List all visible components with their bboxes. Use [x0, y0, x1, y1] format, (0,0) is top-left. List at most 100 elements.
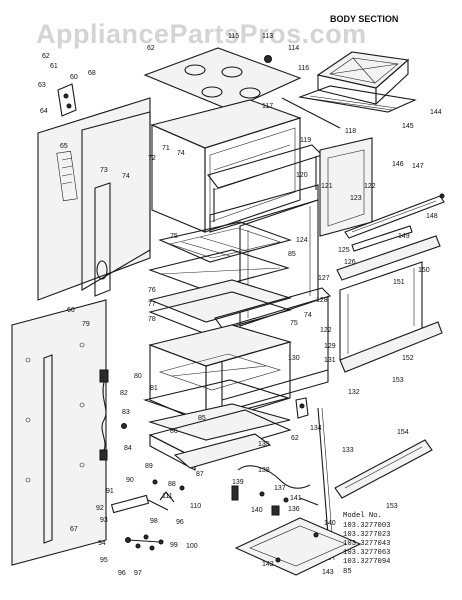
part-callout-124: 124 — [296, 237, 308, 244]
part-callout-133: 133 — [342, 447, 354, 454]
part-callout-142: 142 — [262, 561, 274, 568]
part-callout-64: 64 — [40, 108, 48, 115]
part-callout-119: 119 — [300, 137, 311, 144]
part-callout-140: 140 — [251, 507, 263, 514]
part-callout-134: 134 — [310, 425, 322, 432]
watermark-text: AppliancePartsPros.com — [36, 19, 367, 49]
part-callout-85: 85 — [198, 415, 206, 422]
part-callout-71: 71 — [162, 145, 170, 152]
part-callout-113: 113 — [262, 33, 273, 40]
part-callout-136: 136 — [288, 506, 300, 513]
part-callout-95: 95 — [100, 557, 108, 564]
part-callout-144: 144 — [430, 109, 442, 116]
model-number: 103.3277094 — [343, 558, 390, 566]
part-channel-73 — [94, 182, 111, 297]
part-kick-plate-86 — [173, 433, 272, 469]
part-callout-110: 110 — [190, 503, 201, 510]
parts-artwork — [11, 47, 445, 576]
part-callout-61: 61 — [50, 63, 58, 70]
part-hardware-cluster — [125, 534, 164, 551]
part-callout-97: 97 — [134, 570, 142, 577]
model-number: 103.3277063 — [343, 549, 390, 557]
part-callout-154: 154 — [397, 429, 409, 436]
part-strip-154 — [334, 439, 433, 499]
part-callout-114: 114 — [288, 45, 299, 52]
part-wiring-82-84 — [99, 369, 127, 461]
part-trim-strip-67 — [43, 354, 53, 544]
part-callout-122: 122 — [320, 327, 332, 334]
part-callout-62: 62 — [291, 435, 299, 442]
part-callout-86: 86 — [170, 428, 178, 435]
part-callout-146: 146 — [392, 161, 404, 168]
part-top-panel — [143, 47, 302, 111]
part-callout-111: 111 — [162, 493, 173, 500]
part-callout-130: 130 — [288, 355, 300, 362]
part-callout-77: 77 — [148, 301, 156, 308]
part-callout-140: 140 — [324, 520, 336, 527]
part-handle-148 — [344, 193, 445, 239]
part-callout-91: 91 — [106, 488, 114, 495]
part-callout-137: 137 — [274, 485, 286, 492]
part-callout-121: 121 — [321, 183, 333, 190]
part-callout-92: 92 — [96, 505, 104, 512]
part-callout-81: 81 — [150, 385, 158, 392]
part-rod-118 — [281, 97, 341, 129]
part-callout-120: 120 — [296, 172, 308, 179]
part-callout-84: 84 — [124, 445, 132, 452]
part-callout-75: 75 — [170, 233, 178, 240]
part-left-side-panel-upper — [37, 97, 151, 301]
part-callout-76: 76 — [148, 287, 156, 294]
part-callout-131: 131 — [324, 357, 336, 364]
part-callout-123: 123 — [350, 195, 362, 202]
part-callout-60: 60 — [70, 74, 78, 81]
part-callout-149: 149 — [398, 233, 410, 240]
part-callout-116: 116 — [298, 65, 309, 72]
part-vent-box — [297, 51, 417, 113]
model-number: 103.3277003 — [343, 522, 390, 530]
part-left-side-panel-lower — [11, 299, 107, 566]
part-callout-83: 83 — [122, 409, 130, 416]
part-bracket-63 — [57, 83, 77, 117]
part-callout-152: 152 — [402, 355, 414, 362]
part-callout-96: 96 — [176, 519, 184, 526]
part-callout-153: 153 — [392, 377, 404, 384]
part-callout-118: 118 — [345, 128, 356, 135]
part-callout-117: 117 — [262, 103, 273, 110]
part-callout-127: 127 — [318, 275, 330, 282]
part-igniter-assembly — [231, 465, 319, 506]
part-callout-125: 125 — [338, 247, 350, 254]
part-callout-63: 63 — [38, 82, 46, 89]
part-callout-68: 68 — [88, 70, 96, 77]
part-callout-80: 80 — [134, 373, 142, 380]
part-callout-75: 75 — [290, 320, 298, 327]
part-middle-racks — [148, 221, 292, 335]
part-callout-82: 82 — [120, 390, 128, 397]
part-callout-88: 88 — [168, 481, 176, 488]
part-callout-85: 85 — [288, 251, 296, 258]
part-callout-143: 143 — [322, 569, 334, 576]
part-callout-66: 66 — [67, 307, 75, 314]
part-callout-62: 62 — [147, 45, 155, 52]
part-trim-150 — [336, 225, 441, 281]
part-callout-98: 98 — [150, 518, 158, 525]
part-trim-152 — [339, 321, 443, 373]
part-bottom-pan-135 — [148, 409, 292, 471]
part-callout-72: 72 — [148, 155, 156, 162]
part-callout-73: 73 — [100, 167, 108, 174]
part-upper-frame — [207, 144, 324, 233]
part-callout-153: 153 — [386, 503, 398, 510]
part-callout-129: 129 — [324, 343, 336, 350]
part-callout-90: 90 — [126, 477, 134, 484]
part-callout-148: 148 — [426, 213, 438, 220]
part-callout-94: 94 — [98, 540, 106, 547]
part-callout-145: 145 — [402, 123, 414, 130]
part-callout-87: 87 — [196, 471, 204, 478]
diagram-title: BODY SECTION — [330, 14, 398, 24]
part-callout-100: 100 — [186, 543, 198, 550]
part-callout-67: 67 — [70, 526, 78, 533]
part-callout-115: 115 — [228, 33, 239, 40]
model-heading: Model No. — [343, 512, 382, 520]
part-callout-126: 126 — [344, 259, 356, 266]
